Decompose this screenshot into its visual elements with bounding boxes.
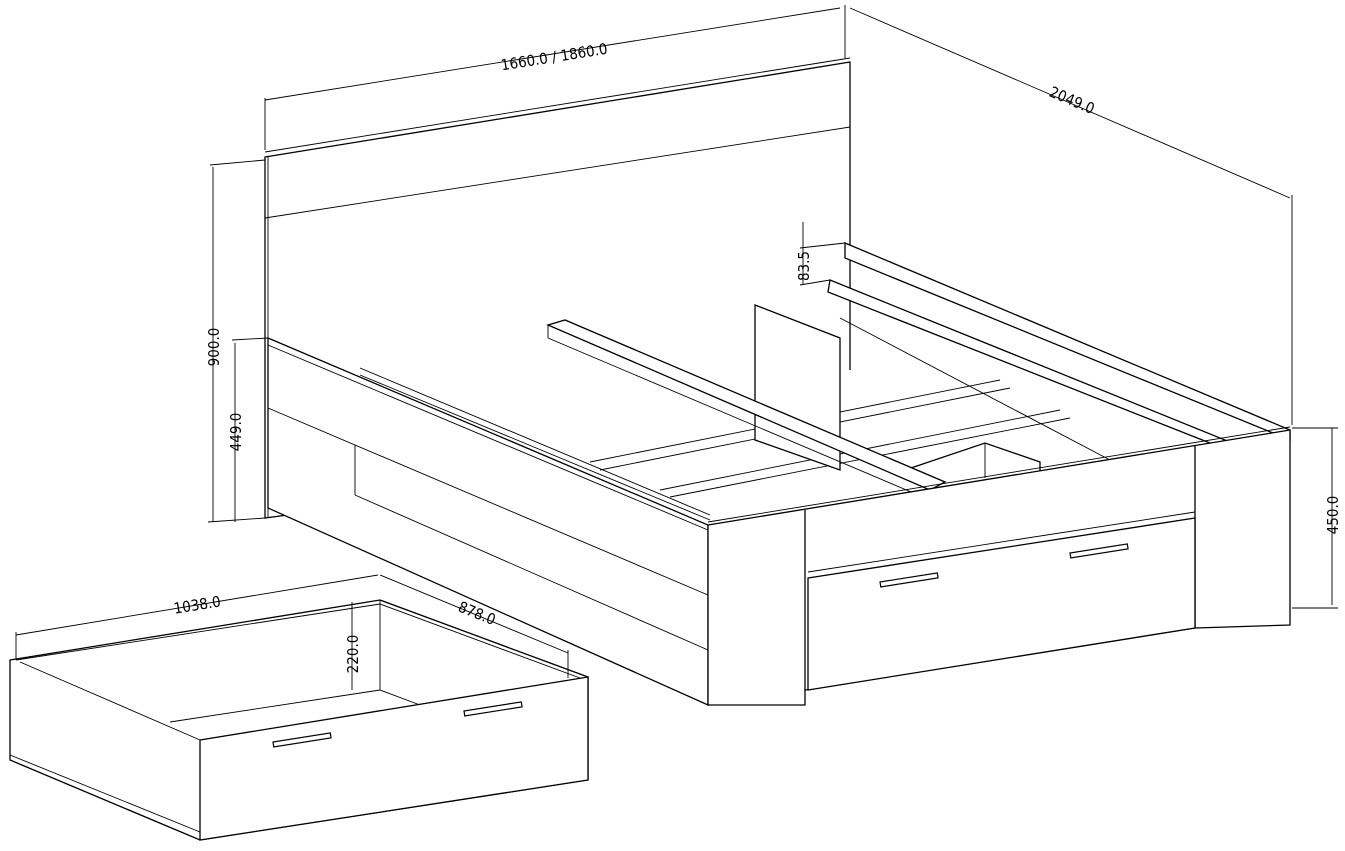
dim-side-height-label: 449.0	[227, 413, 245, 452]
dim-headboard-height-label: 900.0	[205, 328, 223, 367]
dim-drawer-height-label: 220.0	[344, 635, 362, 674]
loose-drawer	[9, 599, 589, 841]
left-side-rail	[267, 337, 711, 707]
dim-length-label: 2049.0	[1047, 83, 1097, 118]
drawer-handle	[463, 701, 523, 717]
dim-footboard-height-label: 450.0	[1324, 496, 1342, 535]
dim-width-label: 1660.0 / 1860.0	[500, 40, 609, 75]
center-beam	[546, 319, 947, 501]
bed-drawer	[807, 511, 1196, 691]
drawer-handle	[879, 572, 939, 588]
drawer-handle	[272, 732, 332, 748]
drawer-handle	[1069, 543, 1129, 559]
dim-drawer-width-label: 1038.0	[172, 592, 221, 617]
dimension-lines	[15, 5, 1338, 690]
dim-rail-offset-label: 83.5	[795, 251, 813, 281]
